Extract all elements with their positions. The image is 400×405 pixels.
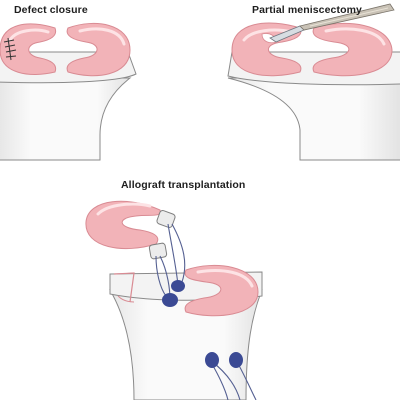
- meniscus-allograft: [85, 200, 161, 250]
- bone-anchor-icon: [229, 352, 243, 368]
- bone-plug: [148, 242, 168, 260]
- suture-stitches-icon: [3, 37, 17, 61]
- tibia-bone: [227, 77, 400, 161]
- meniscus-lateral: [184, 264, 259, 317]
- bone-anchor-icon: [205, 352, 219, 368]
- label-defect-closure: Defect closure: [14, 4, 88, 16]
- meniscus-lateral: [66, 22, 131, 77]
- bone-anchor-icon: [171, 280, 185, 292]
- label-allograft-transplantation: Allograft transplantation: [121, 179, 246, 191]
- panel-defect-closure: [0, 22, 137, 161]
- meniscus-lateral: [312, 22, 393, 77]
- bone-plug: [156, 210, 176, 228]
- bone-anchor-icon: [162, 293, 178, 307]
- panel-partial-meniscectomy: [227, 3, 400, 161]
- panel-allograft-transplantation: [85, 200, 263, 401]
- label-partial-meniscectomy: Partial meniscectomy: [252, 4, 362, 16]
- tibia-bone: [0, 77, 132, 161]
- scalpel-icon: [269, 3, 395, 43]
